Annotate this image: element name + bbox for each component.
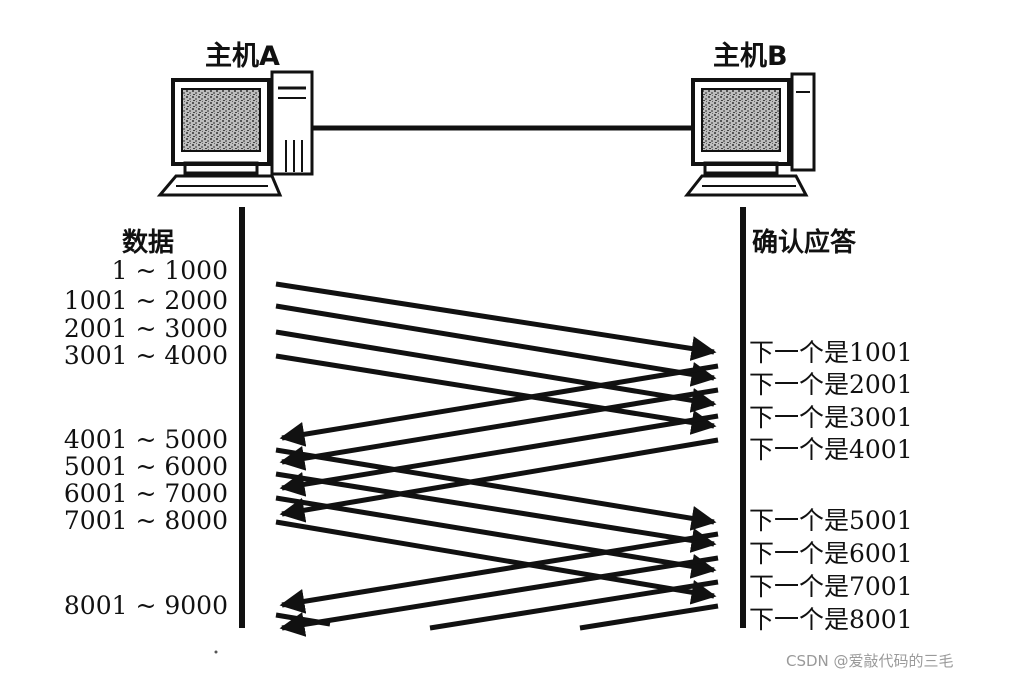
ack-label: 下一个是5001 — [749, 506, 913, 535]
ack-arrow — [279, 437, 719, 523]
data-column-header: 数据 — [122, 228, 175, 258]
ack-arrow — [279, 555, 719, 637]
segment-label: 3001 ~ 4000 — [63, 341, 228, 370]
ack-label: 下一个是1001 — [749, 338, 913, 367]
data-arrow — [275, 303, 717, 387]
data-arrow — [275, 519, 717, 605]
ack-arrow — [279, 413, 719, 497]
data-arrow — [275, 447, 717, 531]
segment-label: 2001 ~ 3000 — [63, 314, 228, 343]
segment-label: 1001 ~ 2000 — [63, 286, 228, 315]
ack-arrow — [579, 603, 719, 631]
data-arrow — [275, 495, 717, 579]
segment-label: 7001 ~ 8000 — [63, 506, 228, 535]
ack-arrows — [279, 363, 719, 637]
segment-label: 8001 ~ 9000 — [63, 591, 228, 620]
host-a-label: 主机A — [205, 41, 280, 72]
ack-arrow — [279, 387, 719, 471]
host-b-computer-icon — [683, 72, 816, 197]
host-b-label: 主机B — [713, 41, 788, 72]
data-arrow — [275, 471, 717, 553]
ack-label: 下一个是4001 — [749, 435, 913, 464]
ack-arrow — [429, 579, 719, 631]
ack-label: 下一个是7001 — [749, 572, 913, 601]
ack-label: 下一个是8001 — [749, 605, 913, 634]
data-arrow — [275, 329, 717, 413]
segment-label: 6001 ~ 7000 — [63, 479, 228, 508]
ack-label: 下一个是6001 — [749, 539, 913, 568]
segment-label: 1 ~ 1000 — [111, 256, 228, 285]
segment-label: 4001 ~ 5000 — [63, 425, 228, 454]
watermark: CSDN @爱敲代码的三毛 — [786, 652, 954, 670]
ack-label: 下一个是3001 — [749, 403, 913, 432]
ack-label: 下一个是2001 — [749, 370, 913, 399]
data-arrow — [275, 281, 717, 361]
stray-dot — [214, 650, 218, 654]
ack-column-header: 确认应答 — [752, 228, 857, 258]
ack-arrow — [279, 363, 719, 447]
data-arrow — [275, 353, 717, 435]
host-a-computer-icon — [156, 70, 314, 197]
segment-label: 5001 ~ 6000 — [63, 452, 228, 481]
ack-arrow — [279, 531, 719, 614]
